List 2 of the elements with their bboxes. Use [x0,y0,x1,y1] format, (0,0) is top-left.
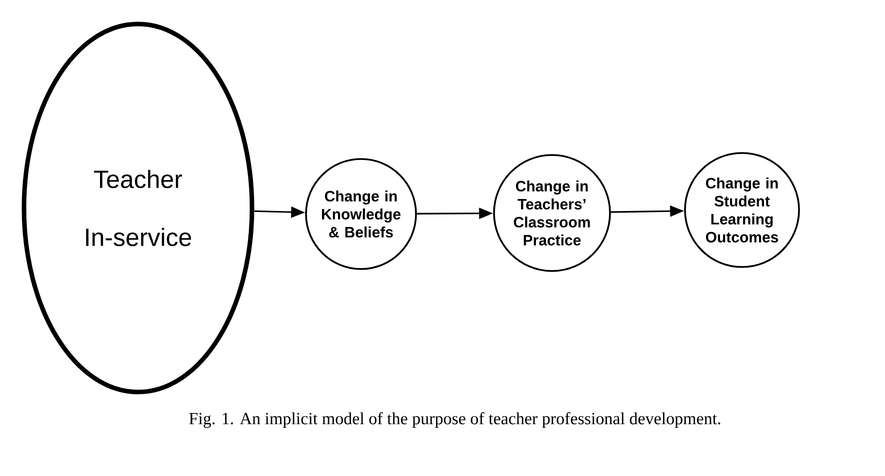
caption: Fig. 1. An implicit model of the purpose of teacher professional development. [189,412,720,428]
oval: Teacher In-service [22,22,254,394]
